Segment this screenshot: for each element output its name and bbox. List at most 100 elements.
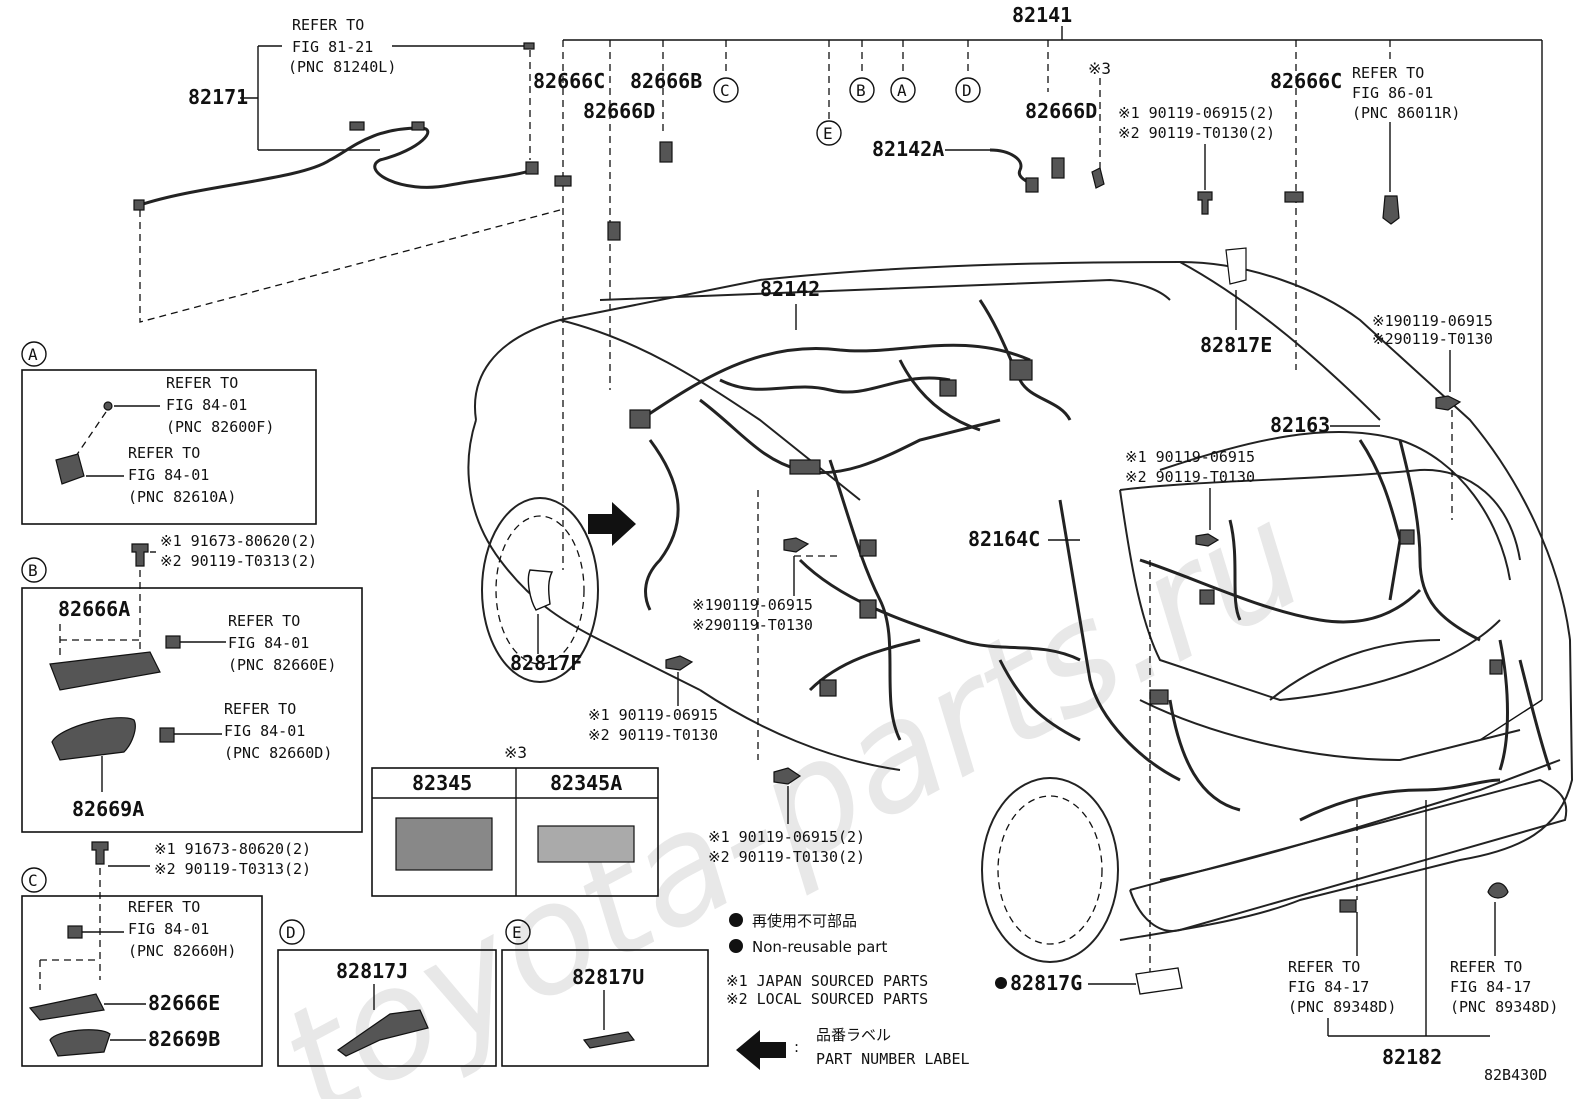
box-a-r1-l1: REFER TO (166, 374, 238, 392)
circle-d: D (962, 81, 972, 100)
fastener-center-l2: ※290119-T0130 (692, 616, 813, 634)
part-82142[interactable]: 82142 (760, 277, 820, 301)
refer-81-21-l1: REFER TO (292, 16, 364, 34)
relay-82345A-header: 82345A (550, 771, 622, 795)
part-82163[interactable]: 82163 (1270, 413, 1330, 437)
clip-82666C-right (1284, 191, 1304, 203)
refer-81-21-l3: (PNC 81240L) (288, 58, 396, 76)
box-a-letter: A (28, 345, 38, 364)
box-d-letter: D (286, 923, 296, 942)
box-c-r1-l1: REFER TO (128, 898, 200, 916)
harness-wires (629, 299, 1552, 913)
part-82164C[interactable]: 82164C (968, 527, 1040, 551)
refer-84-17-right-l2: FIG 84-17 (1450, 978, 1531, 996)
box-b-fast-l1: ※1 91673-80620(2) (160, 532, 317, 550)
circle-a: A (897, 81, 907, 100)
vehicle-body (467, 260, 1574, 963)
rear-wheel (981, 777, 1119, 963)
box-a-r1-l2: FIG 84-01 (166, 396, 247, 414)
legend-label-en: PART NUMBER LABEL (816, 1050, 970, 1068)
legend-japan: ※1 JAPAN SOURCED PARTS (726, 972, 928, 990)
fastener-mid-l2: ※2 90119-T0130 (1125, 468, 1255, 486)
box-a-r2-l1: REFER TO (128, 444, 200, 462)
part-82817E[interactable]: 82817E (1200, 333, 1272, 357)
bolt-top (1197, 191, 1213, 215)
part-82666A[interactable]: 82666A (58, 597, 130, 621)
fastener-mid-l1: ※1 90119-06915 (1125, 448, 1255, 466)
relay-table: ※3 82345 82345A (371, 743, 659, 897)
box-a-r2-l3: (PNC 82610A) (128, 488, 236, 506)
part-82171-harness: 82171 REFER TO FIG 81-21 (PNC 81240L) (133, 16, 561, 323)
box-a-r1-l3: (PNC 82600F) (166, 418, 274, 436)
box-c: ※1 91673-80620(2) ※2 90119-T0313(2) C RE… (21, 840, 311, 1067)
box-c-fast-l2: ※2 90119-T0313(2) (154, 860, 311, 878)
part-82666C-left[interactable]: 82666C (533, 69, 605, 93)
clip-82666B (659, 141, 673, 163)
fastener-right-l1: ※190119-06915 (1372, 312, 1493, 330)
box-a: A REFER TO FIG 84-01 (PNC 82600F) REFER … (21, 341, 317, 525)
part-82669B[interactable]: 82669B (148, 1027, 220, 1051)
fastener-bottom-l2: ※2 90119-T0130(2) (708, 848, 865, 866)
connector-86011R (1382, 195, 1400, 225)
legend: 再使用不可部品 Non-reusable part ※1 JAPAN SOURC… (726, 912, 970, 1070)
part-82666E[interactable]: 82666E (148, 991, 220, 1015)
fastener-bottom-l1: ※1 90119-06915(2) (708, 828, 865, 846)
fastener-low-l2: ※2 90119-T0130 (588, 726, 718, 744)
front-wheel (481, 497, 599, 683)
part-82817F[interactable]: 82817F (510, 651, 582, 675)
fastener-right-l2: ※290119-T0130 (1372, 330, 1493, 348)
diagram-id: 82B430D (1484, 1066, 1547, 1084)
fastener-top-l2: ※2 90119-T0130(2) (1118, 124, 1275, 142)
relay-82345-header: 82345 (412, 771, 472, 795)
box-b-r2-l2: FIG 84-01 (224, 722, 305, 740)
circle-b: B (856, 81, 866, 100)
box-b-r2-l1: REFER TO (224, 700, 296, 718)
part-82666D-right[interactable]: 82666D (1025, 99, 1097, 123)
box-c-r1-l3: (PNC 82660H) (128, 942, 236, 960)
refer-86-01-l3: (PNC 86011R) (1352, 104, 1460, 122)
refer-84-17-left-l1: REFER TO (1288, 958, 1360, 976)
box-e-letter: E (512, 923, 522, 942)
legend-label-jp: 品番ラベル (816, 1026, 891, 1044)
fastener-center-l1: ※190119-06915 (692, 596, 813, 614)
circle-letters: C E B A D (713, 77, 981, 146)
fastener-top-l1: ※1 90119-06915(2) (1118, 104, 1275, 122)
part-82141-label[interactable]: 82141 (1012, 3, 1072, 27)
legend-nonreuse-en: Non-reusable part (752, 938, 887, 956)
part-82817J[interactable]: 82817J (336, 959, 408, 983)
box-b: ※1 91673-80620(2) ※2 90119-T0313(2) B 82… (21, 532, 363, 833)
label-arrow-on-car (588, 502, 636, 546)
refer-84-17-left-l3: (PNC 89348D) (1288, 998, 1396, 1016)
box-c-r1-l2: FIG 84-01 (128, 920, 209, 938)
box-b-letter: B (28, 561, 38, 580)
legend-nonreuse-jp: 再使用不可部品 (752, 912, 857, 930)
refer-84-17-left-l2: FIG 84-17 (1288, 978, 1369, 996)
clip-82666D-left (607, 221, 621, 241)
part-82666B[interactable]: 82666B (630, 69, 702, 93)
part-82669A[interactable]: 82669A (72, 797, 144, 821)
relay-82345-icon (395, 817, 493, 871)
relay-82345A-icon (537, 825, 635, 863)
part-82666C-right[interactable]: 82666C (1270, 69, 1342, 93)
box-d: D 82817J (277, 919, 497, 1067)
part-82182[interactable]: 82182 (1382, 1045, 1442, 1069)
refer-86-01-l1: REFER TO (1352, 64, 1424, 82)
part-82666D-left[interactable]: 82666D (583, 99, 655, 123)
part-82142A[interactable]: 82142A (872, 137, 944, 161)
relay-mark: ※3 (504, 743, 527, 762)
box-b-fast-l2: ※2 90119-T0313(2) (160, 552, 317, 570)
clip-82666D-right (1051, 157, 1065, 179)
fastener-low-l1: ※1 90119-06915 (588, 706, 718, 724)
part-82171-label[interactable]: 82171 (188, 85, 248, 109)
legend-colon: : (794, 1038, 799, 1056)
relay-82345 (1091, 167, 1105, 189)
part-82817U[interactable]: 82817U (572, 965, 644, 989)
circle-c: C (720, 81, 730, 100)
top-bracket: 82141 (562, 3, 1543, 741)
box-c-fast-l1: ※1 91673-80620(2) (154, 840, 311, 858)
part-82817G[interactable]: 82817G (1010, 971, 1082, 995)
part-label-arrow-icon (736, 1030, 786, 1070)
box-e: E 82817U (501, 919, 709, 1067)
